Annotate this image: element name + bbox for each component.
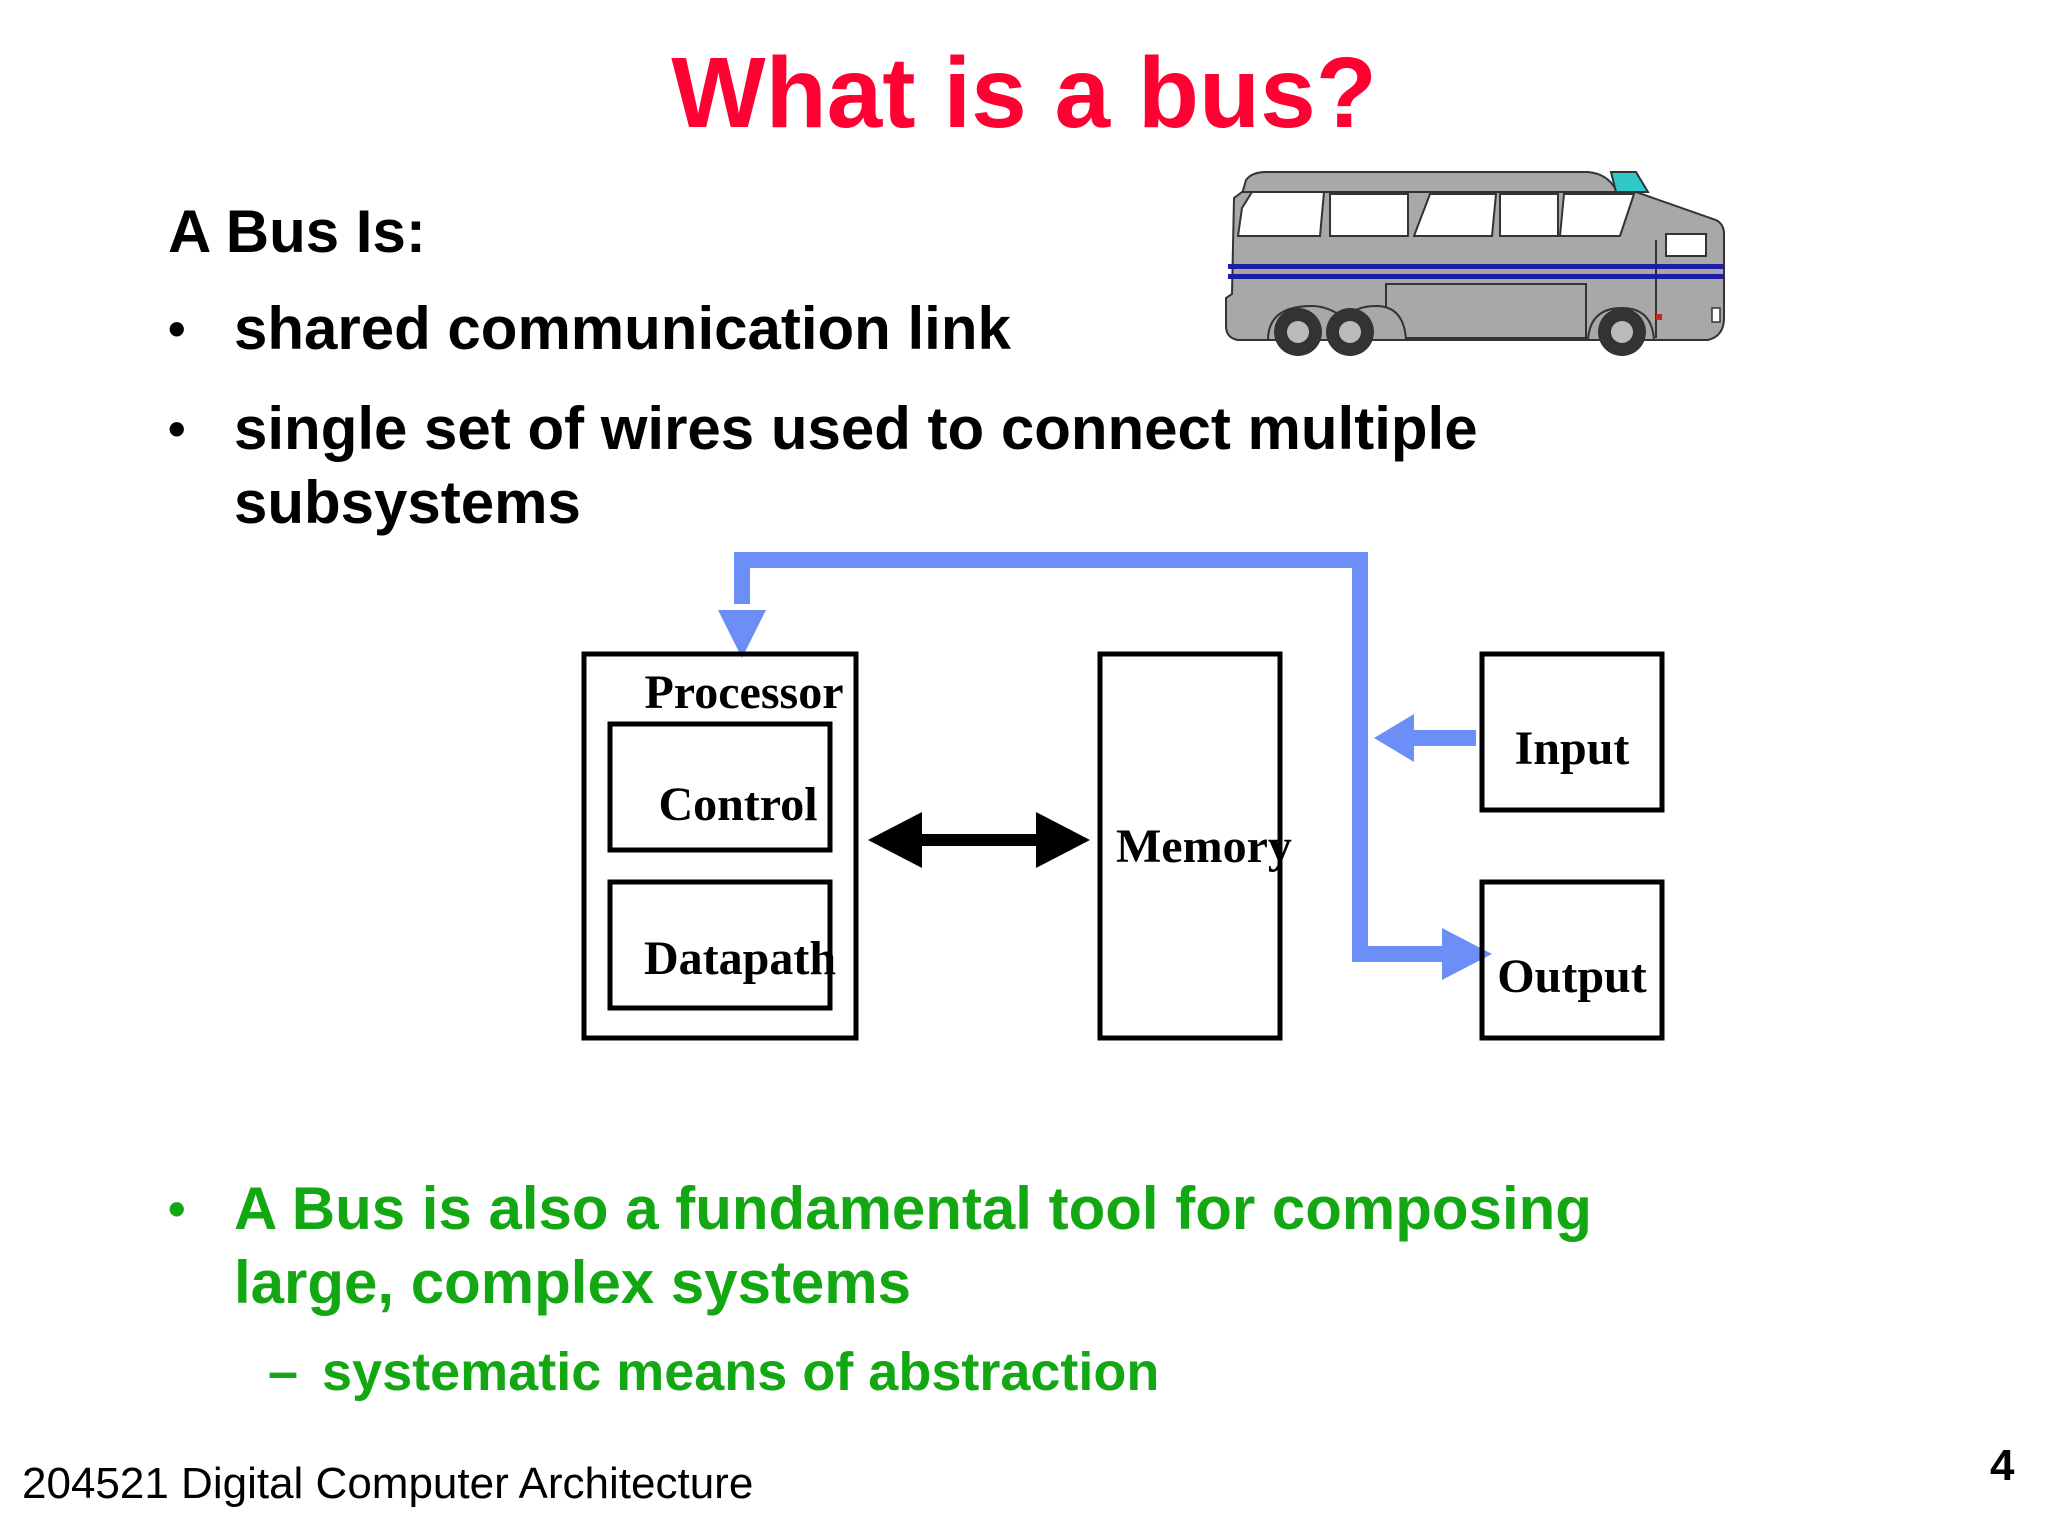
bus-definition-heading: A Bus Is: [168, 198, 426, 265]
datapath-box [607, 879, 833, 1011]
bus-to-processor-arrow [718, 610, 766, 658]
processor-memory-arrow [868, 812, 1090, 868]
bullet-text: shared communication link [234, 295, 1011, 362]
page-number: 4 [1990, 1441, 2015, 1490]
control-box [607, 721, 833, 853]
processor-box [581, 651, 859, 1041]
bullet-marker: • [168, 401, 186, 457]
footer-course-name: 204521 Digital Computer Architecture [22, 1459, 754, 1508]
output-box [1479, 879, 1665, 1041]
datapath-label: Datapath [644, 932, 836, 985]
processor-label: Processor [644, 666, 843, 719]
slide-title: What is a bus? [671, 37, 1377, 149]
input-box [1479, 651, 1665, 813]
bullet-text-line-2: large, complex systems [234, 1249, 912, 1316]
memory-label: Memory [1116, 820, 1292, 873]
bullet-marker: • [168, 1181, 186, 1237]
bullet-text-line-1: A Bus is also a fundamental tool for com… [234, 1175, 1592, 1242]
bullet-text-line-1: single set of wires used to connect mult… [234, 395, 1478, 462]
shared-bus-lines [718, 552, 1492, 980]
input-label: Input [1515, 722, 1630, 775]
memory-box [1097, 651, 1283, 1041]
sub-bullet-marker: – [268, 1342, 299, 1402]
sub-bullet-text: systematic means of abstraction [322, 1342, 1160, 1402]
sub-bullet-abstraction: –systematic means of abstraction [268, 1340, 1159, 1404]
bus-to-output-arrow [1442, 928, 1492, 980]
output-label: Output [1497, 950, 1646, 1003]
bullet-marker: • [168, 301, 186, 357]
bus-icon [1225, 171, 1725, 356]
bullet-text-line-2: subsystems [234, 469, 581, 536]
control-label: Control [658, 778, 817, 831]
input-to-bus-arrow [1374, 714, 1414, 762]
